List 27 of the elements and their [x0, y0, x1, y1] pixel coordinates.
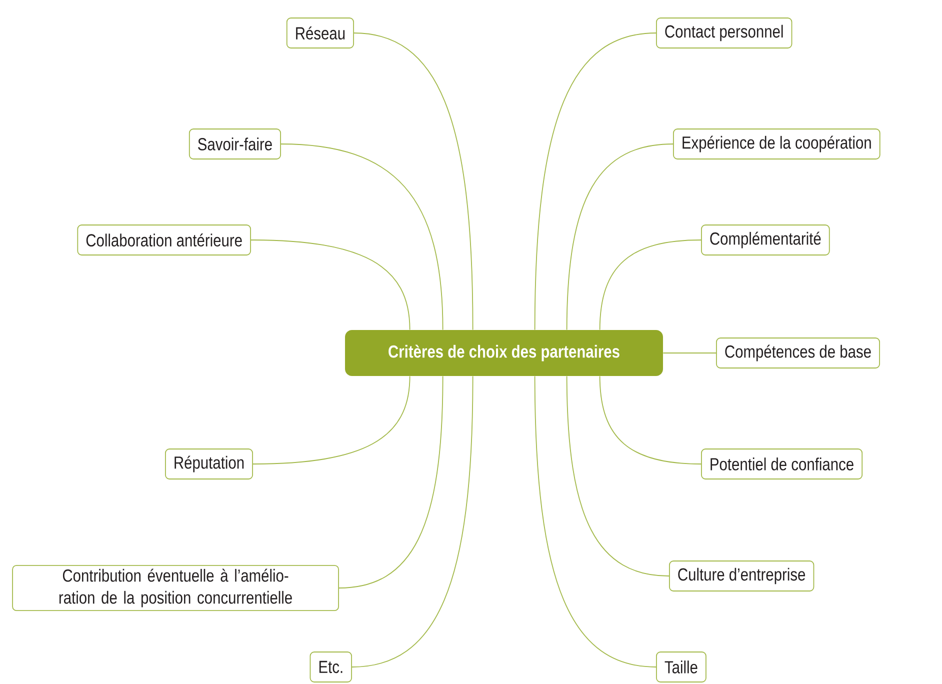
topic-box: Critères de choix des partenaires — [345, 330, 663, 376]
criterion-box: Collaboration antérieure — [77, 224, 251, 256]
criterion-box: Etc. — [310, 652, 352, 682]
criterion-box: Expérience de la coopération — [673, 128, 880, 160]
connector-line — [352, 376, 474, 668]
connector-line — [250, 240, 410, 330]
criterion-box: Contact personnel — [656, 18, 792, 48]
criterion-box: Compétences de base — [716, 338, 880, 368]
connector-line — [566, 376, 670, 576]
criterion-box: Savoir-faire — [188, 128, 281, 160]
criterion-box: Contribution éventuelle à l’amélio- ration de la position concurrentielle — [12, 564, 339, 612]
connector-line — [534, 376, 656, 668]
connector-line — [534, 32, 656, 330]
criterion-box: Taille — [656, 652, 706, 682]
connector-line — [354, 32, 474, 330]
connector-line — [280, 144, 444, 330]
criterion-box: Complémentarité — [701, 224, 830, 256]
criterion-box: Réputation — [165, 448, 253, 480]
connector-line — [599, 376, 702, 464]
connector-line — [338, 376, 444, 588]
connector-line — [599, 240, 702, 330]
connector-line — [566, 144, 674, 330]
connector-line — [252, 376, 410, 464]
criterion-box: Potentiel de confiance — [701, 448, 863, 480]
criterion-box: Culture d’entreprise — [669, 560, 814, 592]
criterion-box: Réseau — [286, 18, 354, 48]
connector-line — [662, 352, 716, 354]
